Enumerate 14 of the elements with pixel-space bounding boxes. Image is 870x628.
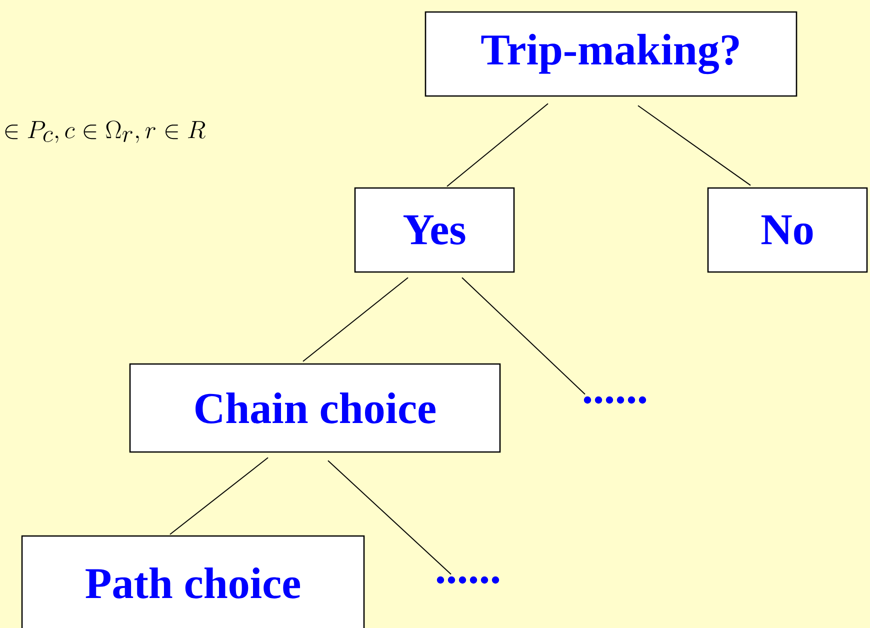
decision-box: Trip-making? — [424, 11, 798, 97]
decision-box: Yes — [354, 187, 515, 273]
decision-box: Chain choice — [129, 363, 501, 453]
ellipsis-text: ...... — [584, 396, 646, 404]
connector-line — [328, 460, 452, 575]
connector-line — [462, 277, 586, 395]
connector-line — [446, 103, 548, 187]
connector-line — [170, 457, 268, 535]
decision-box: Path choice — [21, 535, 365, 628]
connector-line — [302, 277, 408, 362]
decision-box: No — [707, 187, 868, 273]
formula: $\in P_c, c \in \Omega_r, r \in R$ — [5, 120, 206, 143]
connector-line — [638, 105, 751, 186]
ellipsis-text: ...... — [436, 576, 500, 584]
